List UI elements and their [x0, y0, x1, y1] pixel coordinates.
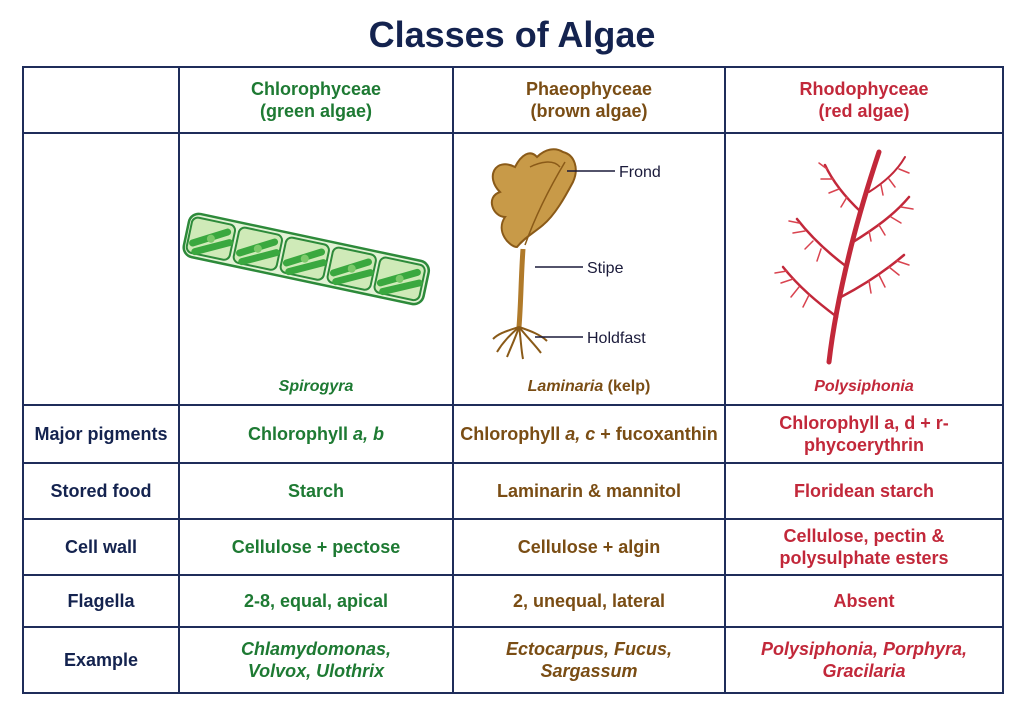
example-red: Polysiphonia, Porphyra, Gracilaria [724, 626, 1004, 694]
holdfast-label: Holdfast [587, 330, 646, 347]
row-label: Flagella [22, 574, 180, 628]
class-name: Rhodophyceae [799, 79, 929, 99]
stipe-shape [516, 248, 526, 328]
polysiphonia-caption: Polysiphonia [814, 378, 914, 395]
example-line: Ectocarpus, Fucus, [505, 639, 673, 659]
polysiphonia-cell: Polysiphonia [724, 132, 1004, 406]
wall-red: Cellulose, pectin & polysulphate esters [724, 518, 1004, 576]
frond-shape [490, 148, 577, 249]
example-line: Chlamydomonas, [240, 639, 392, 659]
example-line: Sargassum [540, 661, 638, 681]
laminaria-caption: Laminaria (kelp) [454, 377, 724, 401]
pigments-brown: Chlorophyll a, c + fucoxanthin [452, 404, 726, 464]
corner-cell [22, 66, 180, 134]
row-cell-wall: Cell wall Cellulose + pectose Cellulose … [22, 518, 1004, 576]
header-row: Chlorophyceae (green algae) Phaeophyceae… [22, 66, 1004, 134]
polysiphonia-illustration [774, 149, 914, 365]
laminaria-illustration: Frond Stipe Holdfast [490, 148, 661, 360]
frond-label: Frond [619, 164, 661, 181]
row-label: Cell wall [22, 518, 180, 576]
class-common-name: (green algae) [259, 101, 373, 121]
pigment-italic: a, c [565, 424, 596, 444]
spirogyra-caption: Spirogyra [278, 378, 354, 395]
row-label: Stored food [22, 462, 180, 520]
pigments-green: Chlorophyll a, b [178, 404, 454, 464]
pigment-text: Chlorophyll [460, 424, 566, 444]
illustration-row: Spirogyra Frond Sti [22, 132, 1004, 406]
laminaria-common: (kelp) [603, 378, 651, 395]
header-phaeophyceae: Phaeophyceae (brown algae) [452, 66, 726, 134]
laminaria-name: Laminaria [527, 378, 604, 395]
class-common-name: (brown algae) [530, 101, 648, 121]
row-label: Major pigments [22, 404, 180, 464]
row-major-pigments: Major pigments Chlorophyll a, b Chloroph… [22, 404, 1004, 464]
food-red: Floridean starch [724, 462, 1004, 520]
class-common-name: (red algae) [818, 101, 910, 121]
flagella-brown: 2, unequal, lateral [452, 574, 726, 628]
example-line: Volvox, Ulothrix [247, 661, 385, 681]
wall-red-line: Cellulose, pectin & [783, 526, 945, 546]
algae-classes-table: Chlorophyceae (green algae) Phaeophyceae… [22, 66, 1004, 694]
food-green: Starch [178, 462, 454, 520]
row-example: Example Chlamydomonas, Volvox, Ulothrix … [22, 626, 1004, 694]
pigments-red: Chlorophyll a, d + r-phycoerythrin [724, 404, 1004, 464]
food-brown: Laminarin & mannitol [452, 462, 726, 520]
example-green: Chlamydomonas, Volvox, Ulothrix [178, 626, 454, 694]
pigment-italic: a, b [352, 424, 384, 444]
row-flagella: Flagella 2-8, equal, apical 2, unequal, … [22, 574, 1004, 628]
wall-green: Cellulose + pectose [178, 518, 454, 576]
laminaria-cell: Frond Stipe Holdfast Laminaria (kelp) [452, 132, 726, 406]
spirogyra-cell: Spirogyra [178, 132, 454, 406]
holdfast-shape [492, 326, 548, 360]
example-line: Gracilaria [822, 661, 906, 681]
empty-label-cell [22, 132, 180, 406]
flagella-red: Absent [724, 574, 1004, 628]
page-title: Classes of Algae [368, 14, 656, 55]
stipe-label: Stipe [587, 260, 624, 277]
example-brown: Ectocarpus, Fucus, Sargassum [452, 626, 726, 694]
wall-brown: Cellulose + algin [452, 518, 726, 576]
spirogyra-illustration [182, 212, 431, 306]
pigment-text: + fucoxanthin [595, 424, 718, 444]
header-chlorophyceae: Chlorophyceae (green algae) [178, 66, 454, 134]
example-line: Polysiphonia, Porphyra, [760, 639, 968, 659]
class-name: Phaeophyceae [525, 79, 653, 99]
row-stored-food: Stored food Starch Laminarin & mannitol … [22, 462, 1004, 520]
pigment-text: Chlorophyll [247, 424, 353, 444]
wall-red-line: polysulphate esters [779, 548, 949, 568]
class-name: Chlorophyceae [250, 79, 382, 99]
flagella-green: 2-8, equal, apical [178, 574, 454, 628]
header-rhodophyceae: Rhodophyceae (red algae) [724, 66, 1004, 134]
row-label: Example [22, 626, 180, 694]
